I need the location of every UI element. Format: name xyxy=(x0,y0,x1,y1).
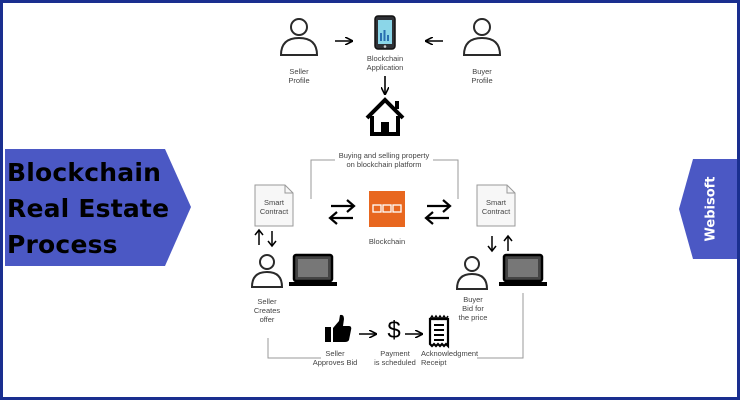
connector-lines xyxy=(267,159,524,359)
dollar-sign: $ xyxy=(387,317,401,344)
label-payment: Payment is scheduled xyxy=(374,349,416,367)
label-platform: Buying and selling property on blockchai… xyxy=(338,151,430,169)
title-banner xyxy=(5,149,191,266)
label-acknowledgment: Acknowledgment Receipt xyxy=(421,349,479,367)
diagram-title: Blockchain Real Estate Process xyxy=(7,158,170,259)
diagram-graphics xyxy=(250,15,547,359)
person-icon xyxy=(250,254,284,288)
exchange-arrows-icon xyxy=(328,199,356,225)
label-smart-contract-left: Smart Contract xyxy=(259,198,289,216)
person-icon xyxy=(279,18,319,56)
brand-tab xyxy=(679,159,737,259)
label-buyer-bid: Buyer Bid for the price xyxy=(458,295,488,322)
up-down-arrows-icon xyxy=(487,234,513,253)
exchange-arrows-icon xyxy=(424,199,452,225)
label-seller-profile: Seller Profile xyxy=(288,67,310,85)
smartphone-icon xyxy=(374,15,396,50)
house-icon xyxy=(365,97,405,136)
receipt-icon xyxy=(428,314,450,349)
document-icon xyxy=(476,184,516,227)
person-icon xyxy=(462,18,502,56)
laptop-icon xyxy=(289,253,337,286)
up-down-arrows-icon xyxy=(254,228,277,248)
label-smart-contract-right: Smart Contract xyxy=(481,198,511,216)
label-buyer-profile: Buyer Profile xyxy=(471,67,493,85)
label-blockchain-application: Blockchain Application xyxy=(366,54,404,72)
label-seller-creates-offer: Seller Creates offer xyxy=(253,297,281,324)
label-seller-approves-bid: Seller Approves Bid xyxy=(312,349,358,367)
blockchain-chain-icon xyxy=(369,191,405,227)
thumbs-up-icon xyxy=(325,314,352,342)
label-blockchain: Blockchain xyxy=(368,237,406,246)
person-icon xyxy=(455,256,489,290)
laptop-icon xyxy=(499,253,547,286)
document-icon xyxy=(254,184,294,227)
